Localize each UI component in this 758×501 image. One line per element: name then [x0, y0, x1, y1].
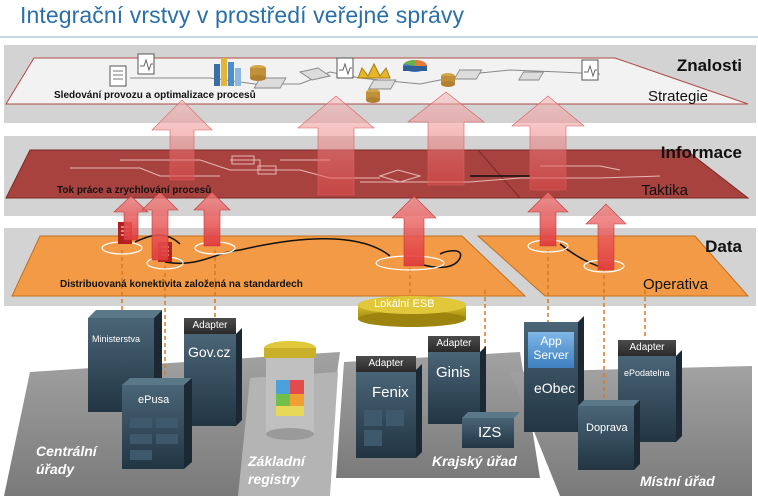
fenix-adapter: Adapter — [356, 356, 416, 372]
govcz-adapter: Adapter — [184, 318, 236, 334]
title-divider — [0, 36, 758, 38]
knowledge-plane-caption: Sledování provozu a optimalizace procesů — [54, 90, 256, 101]
zone-mistni: Místní úřad — [640, 473, 715, 489]
epodatelna-adapter: Adapter — [618, 340, 676, 356]
layer-label-data: Data — [705, 237, 742, 256]
bar-chart-icon — [214, 58, 241, 86]
label-fenix: Fenix — [372, 384, 409, 401]
document-icon — [109, 53, 599, 87]
registry-cylinder — [264, 341, 316, 440]
system-eobec — [524, 316, 584, 432]
layer-level-strategie: Strategie — [647, 88, 708, 105]
local-esb — [358, 296, 466, 327]
layer-level-operativa: Operativa — [642, 276, 708, 293]
system-fenix — [356, 364, 422, 458]
ginis-adapter: Adapter — [428, 336, 480, 352]
data-plane-caption: Distribuovaná konektivita založená na st… — [60, 279, 303, 290]
zone-zakladni-line1: Základní — [248, 453, 305, 469]
zone-zakladni-line2: registry — [248, 471, 300, 487]
label-epusa: ePusa — [138, 394, 170, 406]
label-govcz: Gov.cz — [188, 344, 231, 360]
system-epusa — [122, 378, 192, 469]
layer-label-informace: Informace — [660, 143, 742, 162]
system-doprava — [578, 400, 640, 470]
crown-icon — [357, 62, 391, 79]
page-title: Integrační vrstvy v prostředí veřejné sp… — [20, 2, 465, 28]
label-epodatelna: ePodatelna — [624, 368, 670, 378]
layer-level-taktika: Taktika — [641, 182, 688, 199]
upward-arrows-small — [113, 191, 627, 271]
system-izs — [462, 412, 520, 448]
information-plane-caption: Tok práce a zrychlování procesů — [57, 185, 212, 196]
system-govcz — [184, 328, 242, 426]
label-doprava: Doprava — [586, 422, 628, 434]
esb-label: Lokální ESB — [374, 298, 435, 310]
label-ginis: Ginis — [436, 364, 471, 381]
label-ministerstva: Ministerstva — [92, 334, 141, 344]
label-izs: IZS — [478, 424, 502, 441]
zone-krajsky: Krajský úřad — [432, 453, 517, 469]
database-icon — [250, 65, 455, 103]
upward-arrows-large — [151, 91, 585, 196]
zone-centralni-line1: Centrální — [36, 443, 97, 459]
label-app-server: App Server — [533, 334, 569, 362]
pie-chart-icon — [403, 60, 427, 72]
registry-cube-icon — [276, 380, 304, 416]
zone-centralni-line2: úřady — [36, 461, 75, 477]
layer-label-znalosti: Znalosti — [676, 56, 742, 75]
label-eobec: eObec — [534, 380, 576, 396]
